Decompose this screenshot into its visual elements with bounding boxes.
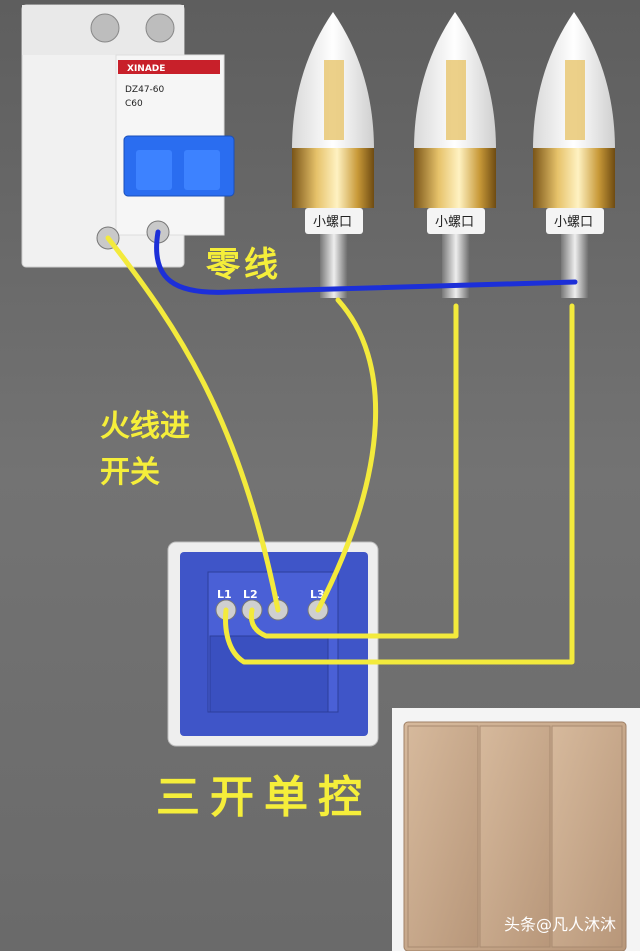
switch-plate: L1 L2 L L3 bbox=[167, 541, 379, 747]
breaker-rating: C60 bbox=[125, 99, 143, 109]
three-gang-switch-photo bbox=[392, 708, 640, 951]
live-label-line2: 开关 bbox=[100, 455, 160, 490]
bulb-2-base-label: 小螺口 bbox=[435, 215, 474, 230]
switch-key-1 bbox=[407, 725, 479, 948]
top-screw-left bbox=[90, 13, 120, 43]
bulb-3-switched-wire bbox=[223, 303, 575, 665]
bulb-1-switched-wire bbox=[315, 297, 379, 613]
bulb-2-switched-wire bbox=[248, 303, 459, 639]
breaker-brand-band bbox=[118, 60, 220, 74]
bulb-1-base-label: 小螺口 bbox=[313, 215, 352, 230]
live-feed-wire bbox=[105, 235, 281, 613]
live-label-line1: 火线进 bbox=[100, 409, 190, 444]
terminal-label-L3: L3 bbox=[310, 588, 325, 601]
bulb-1: 小螺口 bbox=[292, 12, 374, 298]
breaker-brand: XINADE bbox=[127, 64, 165, 74]
watermark: 头条@凡人沐沐 bbox=[504, 915, 616, 934]
top-screw-right bbox=[145, 13, 175, 43]
circuit-breaker: XINADE DZ47-60 C60 bbox=[21, 4, 235, 268]
bulb-3: 小螺口 bbox=[533, 12, 615, 298]
diagram-title: 三开单控 bbox=[156, 772, 372, 823]
switch-key-2 bbox=[479, 725, 551, 948]
switch-key-3 bbox=[551, 725, 623, 948]
neutral-label: 零线 bbox=[206, 245, 282, 285]
breaker-model: DZ47-60 bbox=[125, 85, 165, 95]
terminal-label-L2: L2 bbox=[243, 588, 258, 601]
terminal-label-L1: L1 bbox=[217, 588, 232, 601]
live-wires bbox=[105, 235, 575, 665]
bulb-3-base-label: 小螺口 bbox=[554, 215, 593, 230]
neutral-wire bbox=[154, 229, 578, 295]
